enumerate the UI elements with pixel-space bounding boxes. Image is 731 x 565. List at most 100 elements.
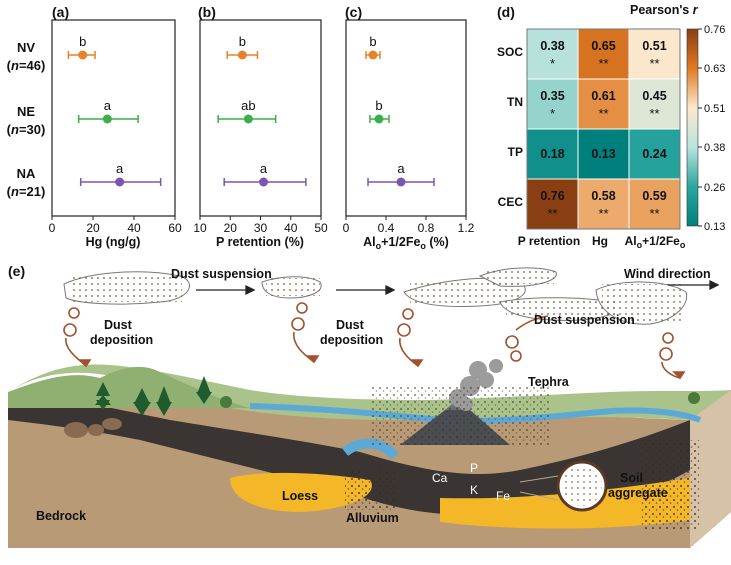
significance-letter: a [116, 161, 124, 176]
heatmap-value: 0.24 [642, 147, 666, 161]
heatmap-frame [526, 28, 681, 230]
group-labels: NV (n=46) NE (n=30) NA (n=21) [7, 40, 46, 199]
row-label-soc: SOC [497, 45, 523, 59]
dot-panel-c: 0 0.4 0.8 1.2 b b a [343, 19, 475, 235]
xlabel-c: Alo+1/2Feo (%) [363, 235, 449, 251]
loess-layer [230, 472, 372, 512]
heatmap-cell [628, 78, 681, 130]
panel-tag-d: (d) [497, 4, 515, 20]
heatmap-value: 0.13 [591, 147, 615, 161]
soil-block-side [690, 390, 731, 548]
heatmap-cell [577, 28, 630, 80]
heatmap-significance: ** [547, 206, 557, 221]
x-tick-label: 0 [49, 221, 56, 235]
heatmap-value: 0.59 [642, 189, 666, 203]
x-tick-label: 1.2 [458, 221, 475, 235]
col-label-alfe: Alo+1/2Feo [625, 234, 686, 250]
group-label-ne: NE [17, 104, 35, 119]
cbar-tick-038: 0.38 [704, 142, 725, 154]
deposition-arrows [63, 302, 686, 380]
significance-letter: b [369, 34, 376, 49]
mean-point [102, 114, 112, 124]
panel-tag-b: (b) [198, 4, 216, 20]
mean-point [243, 114, 253, 124]
heatmap-value: 0.61 [591, 89, 615, 103]
mean-point [115, 177, 125, 187]
heatmap-cell [577, 178, 630, 230]
label-alluvium: Alluvium [346, 511, 399, 525]
x-tick-label: 30 [254, 221, 268, 235]
x-tick-label: 60 [168, 221, 182, 235]
label-bedrock: Bedrock [36, 509, 86, 523]
label-dust-2: Dust [336, 318, 365, 332]
significance-letter: ab [241, 98, 255, 113]
heatmap-cell [526, 28, 579, 80]
x-tick-label: 50 [314, 221, 328, 235]
x-tick-label: 0 [343, 221, 350, 235]
label-aggregate: aggregate [608, 486, 668, 500]
x-tick-label: 10 [193, 221, 207, 235]
heatmap-significance: * [550, 56, 555, 71]
panel-frame [345, 19, 467, 217]
heatmap-value: 0.18 [540, 147, 564, 161]
significance-letter: b [375, 98, 382, 113]
heatmap-significance: ** [598, 106, 608, 121]
label-wind-direction: Wind direction [624, 267, 711, 281]
landscape-diagram [8, 359, 731, 548]
heatmap-cell [526, 78, 579, 130]
trees [95, 376, 700, 416]
label-dust-suspension-2: Dust suspension [534, 313, 635, 327]
mean-point [237, 50, 247, 60]
significance-letter: a [104, 98, 112, 113]
heatmap-value: 0.58 [591, 189, 615, 203]
label-loess: Loess [282, 489, 318, 503]
heatmap-value: 0.51 [642, 39, 666, 53]
cbar-tick-063: 0.63 [704, 63, 725, 75]
heatmap-significance: ** [649, 206, 659, 221]
cbar-tick-013: 0.13 [704, 221, 725, 233]
label-tephra: Tephra [528, 375, 570, 389]
mean-point [78, 50, 88, 60]
aggregate-pointer-2 [519, 491, 559, 501]
hills [8, 366, 250, 408]
x-tick-label: 40 [284, 221, 298, 235]
significance-letter: b [79, 34, 86, 49]
mean-point [259, 177, 269, 187]
significance-letter: b [239, 34, 246, 49]
heatmap-significance: * [550, 106, 555, 121]
panel-tag-c: (c) [345, 4, 362, 20]
colorbar-ticks: 0.76 0.63 0.51 0.38 0.26 0.13 [698, 24, 725, 233]
heatmap-significance: ** [598, 206, 608, 221]
label-k: K [470, 483, 478, 497]
row-label-tp: TP [508, 145, 523, 159]
heatmap-cell [526, 178, 579, 230]
heatmap-value: 0.65 [591, 39, 615, 53]
heatmap-cell [577, 78, 630, 130]
heatmap-cell [577, 128, 630, 180]
group-n-ne: (n=30) [7, 122, 46, 137]
significance-letter: a [397, 161, 405, 176]
label-deposition-2: deposition [320, 333, 383, 347]
heatmap-significance: ** [649, 106, 659, 121]
group-label-na: NA [17, 166, 36, 181]
row-label-cec: CEC [498, 195, 524, 209]
cbar-tick-026: 0.26 [704, 182, 725, 194]
dust-cloud-particles [70, 268, 684, 322]
heatmap-cell [628, 28, 681, 80]
heatmap-significance: ** [598, 56, 608, 71]
label-fe: Fe [496, 489, 510, 503]
legend-title: Pearson's r [630, 3, 699, 17]
col-label-p-retention: P retention [518, 234, 580, 248]
significance-letter: a [260, 161, 268, 176]
colorbar [686, 28, 699, 227]
heatmap-value: 0.35 [540, 89, 564, 103]
x-tick-label: 0.4 [378, 221, 395, 235]
x-tick-label: 20 [86, 221, 100, 235]
rocks [64, 418, 122, 438]
x-tick-label: 0.8 [418, 221, 435, 235]
group-n-na: (n=21) [7, 184, 46, 199]
